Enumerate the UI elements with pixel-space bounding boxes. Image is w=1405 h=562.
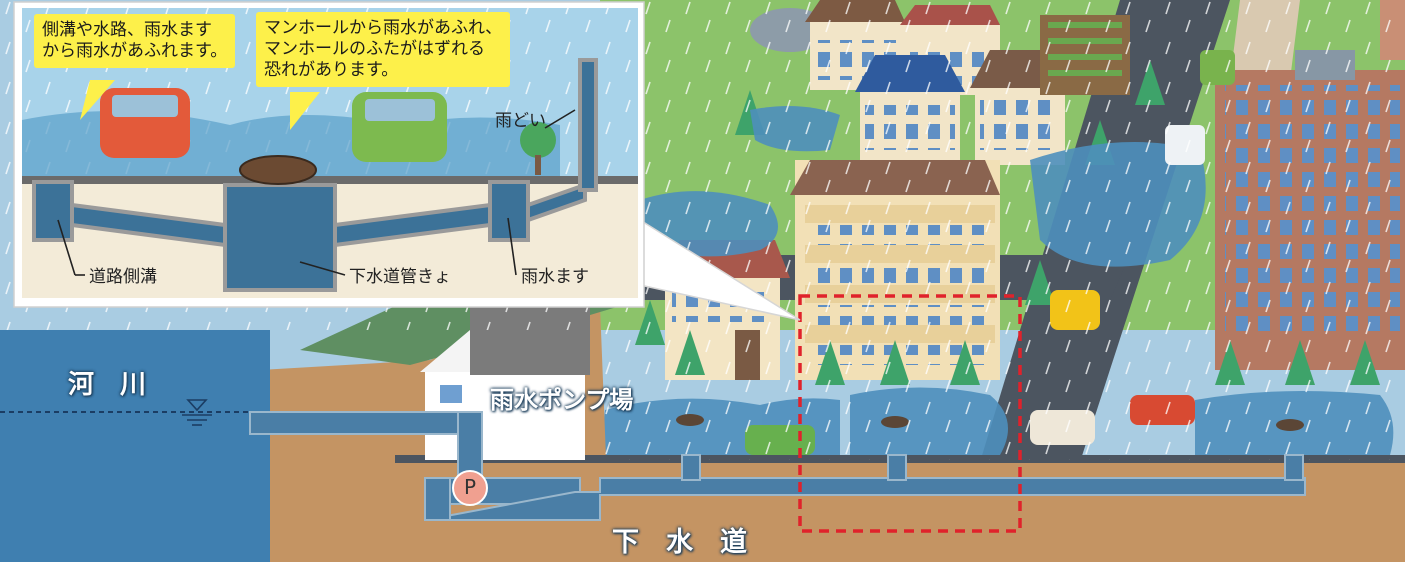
label-catch-basin: 雨水ます (518, 262, 592, 287)
bubble-manhole-line-1: マンホールから雨水があふれ、 (264, 18, 503, 38)
label-sewer-pipe: 下水道管きょ (346, 262, 454, 287)
label-river: 河 川 (68, 370, 147, 400)
bubble-side-ditch-line-1: 側溝や水路、雨水ます (42, 20, 212, 40)
label-road-gutter: 道路側溝 (86, 262, 160, 287)
bubble-side-ditch: 側溝や水路、雨水ます から雨水があふれます。 (34, 14, 236, 68)
bubble-manhole-line-2: マンホールのふたがはずれる (264, 39, 485, 59)
highlight-box (798, 294, 1022, 533)
sewer-pipes (249, 411, 1306, 521)
rain-streaks (600, 0, 1405, 460)
bubble-side-ditch-line-2: から雨水があふれます。 (42, 41, 228, 61)
label-downspout: 雨どい (495, 111, 546, 131)
water-level-mark (186, 399, 208, 412)
river-water (0, 330, 270, 562)
label-sewer: 下 水 道 (612, 527, 747, 558)
label-pump-station: 雨水ポンプ場 (490, 386, 634, 414)
bubble-manhole: マンホールから雨水があふれ、 マンホールのふたがはずれる 恐れがあります。 (256, 12, 511, 87)
bubble-manhole-line-3: 恐れがあります。 (264, 60, 399, 80)
pump-symbol: P (463, 475, 477, 499)
pump-circle (452, 470, 488, 506)
